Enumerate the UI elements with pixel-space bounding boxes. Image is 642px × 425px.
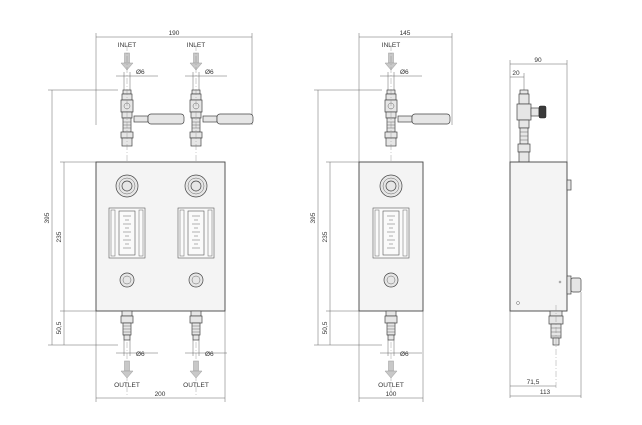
dim-front-total-height: 395	[44, 212, 51, 223]
front-view-double: 190 INLET INLET Ø6 Ø6	[44, 30, 254, 402]
dim-side-top-width: 90	[534, 57, 542, 64]
outlet-arrow-1	[120, 360, 134, 379]
inlet-dia-1: Ø6	[136, 69, 145, 76]
dim-side-bottom-width: 113	[540, 389, 551, 396]
outlet-arrow-2	[189, 360, 203, 379]
dim-single-body-height: 235	[322, 231, 329, 242]
dim-front-top-width: 190	[169, 30, 180, 37]
inlet-dia-3: Ø6	[400, 69, 409, 76]
dim-side-bottom-inner: 71,5	[527, 379, 540, 386]
valve-stem-1	[133, 115, 149, 123]
outlet-fitting-1	[120, 310, 134, 341]
outlet-arrow-3	[384, 360, 398, 379]
outlet-dia-1: Ø6	[136, 351, 145, 358]
dim-side-offset: 20	[512, 70, 520, 77]
dim-single-bottom-width: 100	[386, 391, 397, 398]
side-body	[509, 161, 568, 312]
side-view: 90 20 71,5	[509, 57, 582, 398]
valve-stem-2	[202, 115, 218, 123]
outlet-dia-2: Ø6	[205, 351, 214, 358]
dim-single-total-height: 395	[310, 212, 317, 223]
outlet-label-3: OUTLET	[378, 382, 404, 389]
inlet-dia-2: Ø6	[205, 69, 214, 76]
outlet-fitting-3	[384, 310, 398, 341]
valve-handle-2	[216, 113, 254, 125]
valve-handle-1	[147, 113, 185, 125]
outlet-dia-3: Ø6	[400, 351, 409, 358]
outlet-fitting-2	[189, 310, 203, 341]
valve-stem-3	[397, 115, 413, 123]
front-view-single: 145 INLET Ø6 Ø6 OUTLET 100 395 235	[310, 30, 453, 402]
dim-front-bottom-width: 200	[155, 391, 166, 398]
dim-front-body-height: 235	[56, 231, 63, 242]
dim-single-lower-height: 50,5	[322, 321, 329, 334]
dim-front-lower-height: 50,5	[56, 321, 63, 334]
valve-handle-3	[411, 113, 451, 125]
outlet-label-1: OUTLET	[114, 382, 140, 389]
dim-single-top-width: 145	[400, 30, 411, 37]
outlet-label-2: OUTLET	[183, 382, 209, 389]
